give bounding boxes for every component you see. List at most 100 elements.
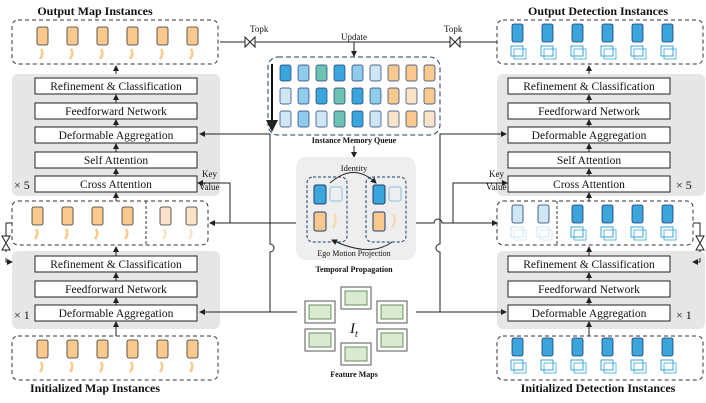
- det-box: [630, 359, 644, 371]
- map-polyline: [161, 228, 167, 240]
- memory-cell: [351, 87, 364, 105]
- block-ffn: Feedforward Network: [538, 106, 640, 118]
- memory-cell: [405, 87, 418, 105]
- det-box-back: [633, 229, 647, 241]
- block-refine: Refinement & Classification: [523, 81, 655, 93]
- det-instance: [537, 204, 550, 224]
- det-instance: [601, 23, 614, 43]
- det-box-back: [663, 362, 677, 374]
- det-instance: [571, 337, 584, 357]
- map-instance: [159, 206, 172, 226]
- map-polyline: [63, 228, 69, 240]
- det-instance: [511, 23, 524, 43]
- memory-cell: [315, 110, 328, 128]
- output-map-instances: [36, 26, 199, 60]
- det-box-back: [603, 48, 617, 60]
- left-topk-label: Topk: [250, 24, 269, 34]
- memory-cell: [369, 110, 382, 128]
- map-polyline: [38, 48, 44, 60]
- memory-cell: [387, 87, 400, 105]
- memory-cell: [333, 87, 346, 105]
- stack-arrows: [113, 65, 592, 336]
- det-box-back: [603, 362, 617, 374]
- det-instance: [661, 23, 674, 43]
- det-box: [540, 359, 554, 371]
- det-box-back: [633, 362, 647, 374]
- memory-cell: [297, 64, 310, 82]
- map-instance: [61, 206, 74, 226]
- left-blocks-x5: Refinement & Classification Feedforward …: [34, 77, 198, 193]
- memory-cell: [315, 64, 328, 82]
- output-map-row: [11, 19, 219, 65]
- map-polyline: [98, 48, 104, 60]
- memory-cell: [351, 64, 364, 82]
- map-polyline: [123, 228, 129, 240]
- map-instance: [96, 339, 109, 359]
- right-x1: × 1: [676, 308, 692, 322]
- feature-maps-label: Feature Maps: [330, 370, 378, 379]
- memory-cell: [405, 110, 418, 128]
- det-box-back: [513, 48, 527, 60]
- block-ffn: Feedforward Network: [538, 284, 640, 296]
- map-polyline: [158, 361, 164, 373]
- block-refine: Refinement & Classification: [50, 81, 182, 93]
- det-box: [630, 226, 644, 238]
- memory-cell: [333, 110, 346, 128]
- block-cross-attn: Cross Attention: [553, 179, 625, 191]
- det-box-back: [513, 362, 527, 374]
- map-polyline: [38, 361, 44, 373]
- feature-map-tiles: [304, 286, 408, 366]
- det-box: [600, 226, 614, 238]
- memory-cell: [387, 110, 400, 128]
- map-instance: [36, 26, 49, 46]
- det-instance: [661, 204, 674, 224]
- left-blocks-x1: Refinement & Classification Feedforward …: [34, 255, 198, 322]
- map-polyline: [93, 228, 99, 240]
- init-map-title: Initialized Map Instances: [30, 381, 160, 395]
- block-cross-attn: Cross Attention: [80, 179, 152, 191]
- temporal-panel: [296, 157, 416, 260]
- mid-det-instances: [510, 204, 677, 241]
- det-box-back: [543, 362, 557, 374]
- map-polyline: [98, 361, 104, 373]
- det-box: [510, 359, 524, 371]
- map-polyline: [68, 361, 74, 373]
- temporal-label: Temporal Propagation: [315, 265, 393, 274]
- right-blocks-x1: Refinement & Classification Feedforward …: [507, 255, 671, 322]
- memory-cell: [279, 64, 292, 82]
- feature-symbol: It: [349, 321, 358, 340]
- det-box: [660, 45, 674, 57]
- det-box-back: [513, 229, 527, 241]
- right-x5: × 5: [676, 178, 692, 192]
- map-instance: [156, 339, 169, 359]
- map-instance: [185, 206, 198, 226]
- det-box: [660, 226, 674, 238]
- block-refine: Refinement & Classification: [523, 259, 655, 271]
- det-instance: [601, 204, 614, 224]
- right-key-label: Key: [489, 169, 504, 179]
- det-box-back: [543, 48, 557, 60]
- right-value-label: Value: [486, 182, 507, 192]
- topk-update-links: [220, 35, 497, 57]
- map-instance: [186, 26, 199, 46]
- memory-cell: [297, 87, 310, 105]
- memory-cell: [423, 64, 436, 82]
- memory-cell: [423, 87, 436, 105]
- memory-queue-cells: [279, 64, 436, 128]
- memory-cell: [387, 64, 400, 82]
- det-instance: [541, 23, 554, 43]
- block-refine: Refinement & Classification: [50, 259, 182, 271]
- ego-motion-label: Ego Motion Projection: [317, 249, 390, 258]
- det-instance: [631, 23, 644, 43]
- block-self-attn: Self Attention: [84, 155, 148, 167]
- det-box-back: [573, 48, 587, 60]
- map-instance: [66, 339, 79, 359]
- block-deform: Deformable Aggregation: [532, 130, 647, 142]
- block-ffn: Feedforward Network: [65, 106, 167, 118]
- output-det-title: Output Detection Instances: [528, 4, 668, 18]
- map-instance: [186, 339, 199, 359]
- map-polyline: [128, 48, 134, 60]
- init-det-instances: [510, 337, 677, 374]
- map-instance: [91, 206, 104, 226]
- temporal-instances: [313, 184, 402, 232]
